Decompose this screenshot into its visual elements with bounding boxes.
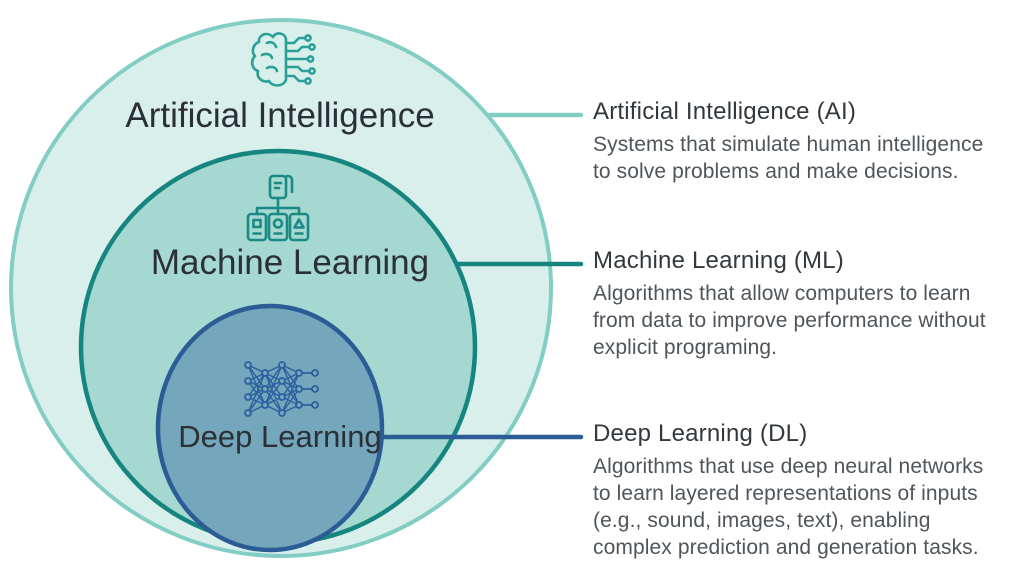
legend-heading-dl: Deep Learning (DL) — [593, 420, 808, 447]
neural-network-icon — [244, 361, 319, 417]
ring-label-artificial-intelligence: Artificial Intelligence — [125, 96, 434, 135]
legend-body-ai: Systems that simulate human intelligence… — [593, 133, 984, 183]
ring-label-deep-learning: Deep Learning — [178, 419, 381, 454]
legend-entry-dl: Deep Learning (DL) Algorithms that use d… — [593, 419, 999, 561]
legend-heading-ml: Machine Learning (ML) — [593, 247, 844, 274]
legend-entry-ai: Artificial Intelligence (AI) Systems tha… — [593, 97, 999, 185]
brain-circuit-icon — [250, 32, 316, 87]
legend-entry-ml: Machine Learning (ML) Algorithms that al… — [593, 246, 999, 361]
neural-network-nodes — [244, 361, 319, 417]
legend-heading-ai: Artificial Intelligence (AI) — [593, 98, 857, 125]
legend-body-dl: Algorithms that use deep neural networks… — [593, 455, 984, 559]
model-tree-icon — [246, 174, 310, 242]
legend-body-ml: Algorithms that allow computers to learn… — [593, 282, 986, 359]
ring-deep-learning — [155, 303, 385, 553]
ring-label-machine-learning: Machine Learning — [151, 243, 429, 282]
